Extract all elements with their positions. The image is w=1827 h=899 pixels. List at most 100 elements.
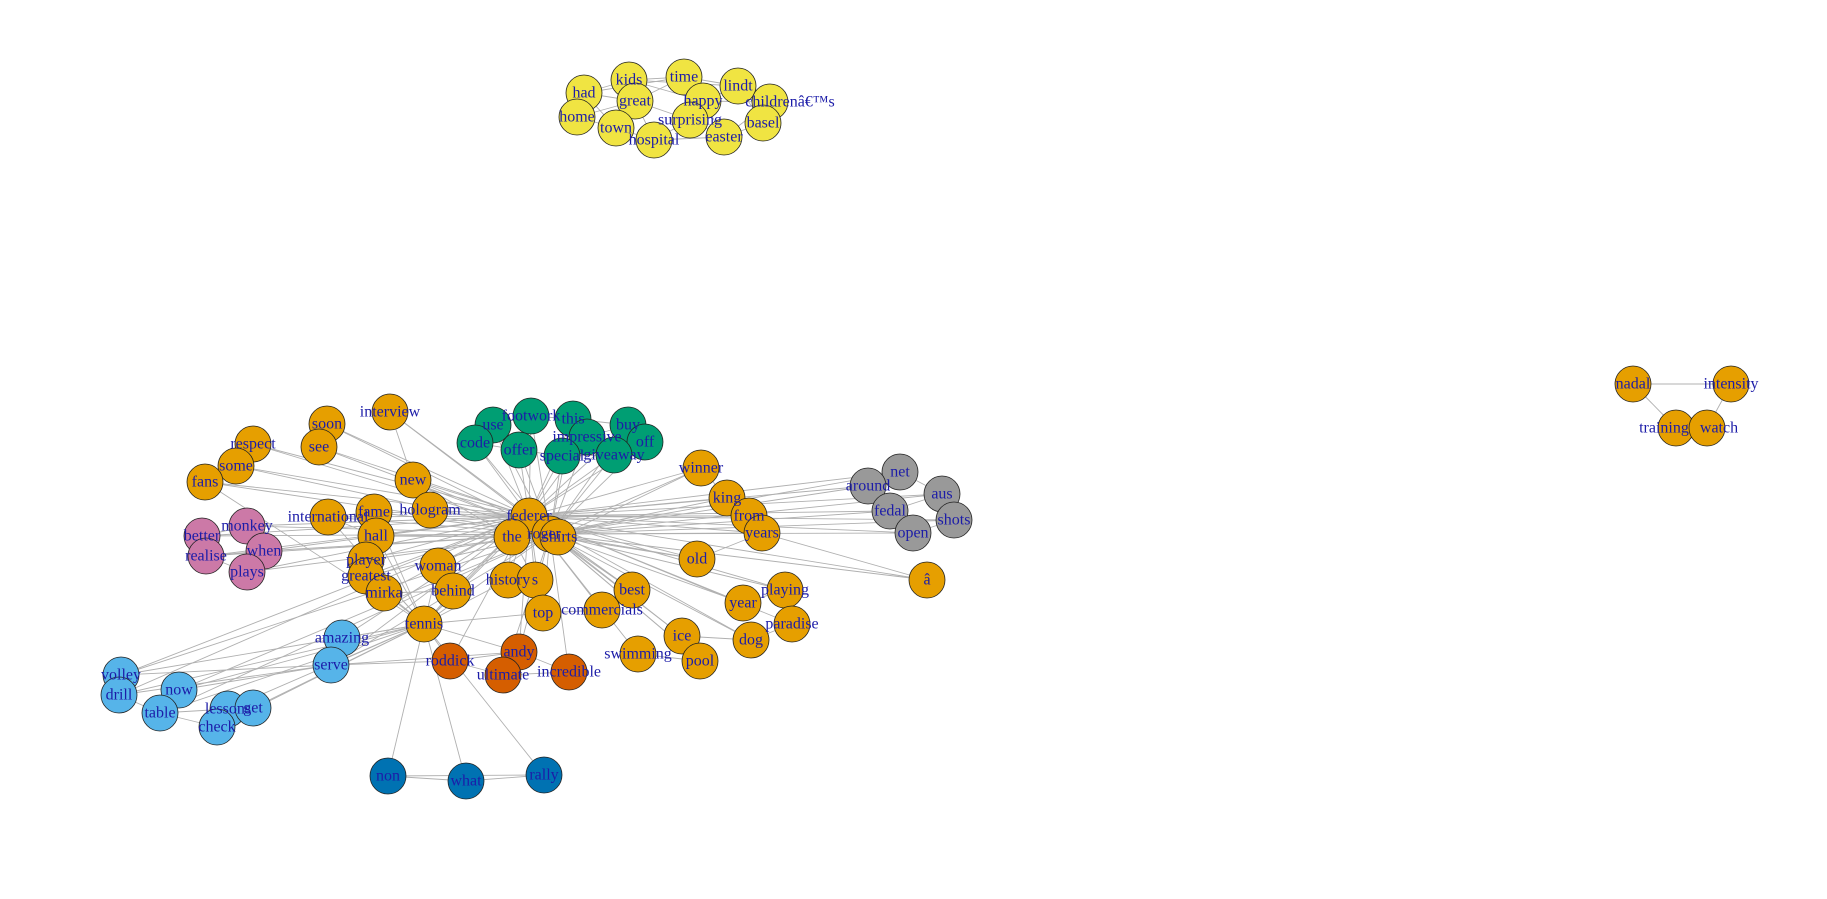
node-label-some: some	[219, 458, 253, 475]
edge-federer-volley	[120, 515, 530, 676]
edge-roger-incredible	[549, 533, 570, 673]
node-fedal	[871, 492, 909, 530]
node-label-year: year	[729, 595, 757, 612]
node-old	[678, 540, 716, 578]
node-label-king: king	[713, 490, 741, 507]
node-label-time: time	[670, 69, 698, 86]
node-label-winner: winner	[679, 460, 724, 477]
edge-serve-volley	[120, 664, 332, 676]
node-label-this: this	[561, 411, 584, 428]
node-years	[743, 514, 781, 552]
node-label-pool: pool	[686, 653, 715, 670]
node-label-fans: fans	[192, 474, 219, 491]
node-label-s: s	[532, 572, 538, 589]
node-label-net: net	[890, 464, 910, 481]
node-home	[558, 98, 596, 136]
edge-roger-tennis	[423, 533, 551, 625]
node-fans	[186, 463, 224, 501]
node-rally	[525, 756, 563, 794]
node-see	[300, 428, 338, 466]
node-footwork	[512, 397, 550, 435]
edge-federer-open	[528, 515, 914, 534]
node-label-playing: playing	[761, 582, 809, 599]
node-label-behind: behind	[431, 583, 475, 600]
node-label-hospital: hospital	[629, 132, 680, 149]
node-label-fame: fame	[358, 504, 390, 521]
node-paradise	[773, 605, 811, 643]
edge-roger-table	[159, 533, 551, 714]
node-interview	[371, 393, 409, 431]
node-label-old: old	[687, 551, 707, 568]
node-label-ultimate: ultimate	[477, 667, 529, 684]
node-label-fedal: fedal	[874, 503, 907, 520]
node-best	[613, 571, 651, 609]
node-label-paradise: paradise	[765, 616, 818, 633]
node-label-use: use	[482, 417, 503, 434]
edge-federer-respect	[252, 443, 530, 517]
edge-roger-year	[549, 533, 744, 604]
node-incredible	[550, 653, 588, 691]
node-winner	[682, 449, 720, 487]
node-label-roddick: roddick	[426, 653, 475, 670]
node-label-great: great	[619, 93, 652, 110]
node-label-best: best	[619, 582, 645, 599]
edge-shirts-old	[557, 536, 698, 560]
node-plays	[228, 553, 266, 591]
node-label-history: history	[486, 572, 530, 589]
node-label-years: years	[745, 525, 779, 542]
node-mirka	[365, 574, 403, 612]
node-label-nadal: nadal	[1616, 376, 1651, 393]
node-intensity	[1712, 365, 1750, 403]
node-pool	[681, 642, 719, 680]
node-label-realise: realise	[185, 548, 227, 565]
edge-tennis-top	[423, 612, 544, 625]
node-get	[234, 689, 272, 727]
edge-roger-fedal	[549, 510, 891, 535]
edge-roger-a	[549, 533, 928, 581]
node-label-shirts: shirts	[543, 529, 578, 546]
node-surprising	[671, 101, 709, 139]
node-year	[724, 584, 762, 622]
edge-serve-now	[178, 664, 332, 691]
edge-federer-around	[528, 485, 869, 517]
edge-roger-around	[549, 485, 869, 535]
node-label-lindt: lindt	[723, 78, 753, 95]
node-label-had: had	[572, 85, 595, 102]
node-label-childrenas: childrenâ€™s	[745, 94, 834, 111]
node-label-volley: volley	[101, 667, 141, 684]
node-label-from: from	[733, 508, 765, 525]
edge-tennis-non	[387, 623, 425, 777]
node-tennis	[405, 605, 443, 643]
node-label-get: get	[243, 700, 263, 717]
edge-the-new	[412, 479, 513, 538]
node-nadal	[1614, 365, 1652, 403]
edge-serve-roddick	[330, 660, 451, 666]
node-label-see: see	[309, 439, 329, 456]
edge-years-a	[761, 532, 928, 581]
node-label-table: table	[144, 705, 175, 722]
edge-roger-volley	[120, 533, 551, 676]
node-label-roger: roger	[527, 526, 561, 543]
node-label-easter: easter	[705, 129, 743, 146]
node-label-kids: kids	[616, 72, 643, 89]
node-label-top: top	[533, 605, 553, 622]
node-town	[597, 109, 635, 147]
node-label-andy: andy	[503, 644, 534, 661]
node-giveaway	[595, 436, 633, 474]
node-a	[908, 561, 946, 599]
node-label-around: around	[846, 478, 890, 495]
node-label-incredible: incredible	[537, 664, 601, 681]
node-non	[369, 757, 407, 795]
edge-the-hall	[375, 535, 513, 538]
node-label-intensity: intensity	[1703, 376, 1758, 393]
edge-roger-king	[549, 497, 728, 535]
edge-federer-new	[412, 479, 530, 517]
edge-tennis-what	[423, 623, 467, 782]
node-label-aus: aus	[931, 486, 952, 503]
node-label-monkey: monkey	[221, 518, 273, 535]
node-label-greatest: greatest	[341, 568, 391, 585]
edge-tennis-now	[178, 623, 425, 691]
edge-serve-andy	[330, 651, 520, 666]
